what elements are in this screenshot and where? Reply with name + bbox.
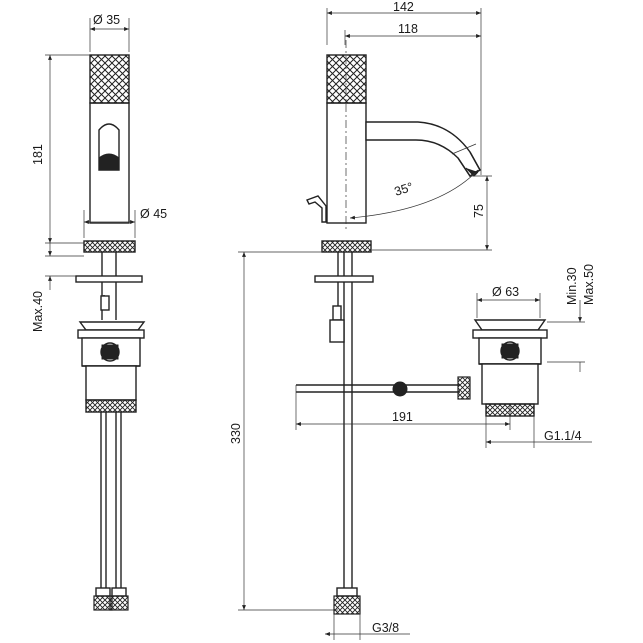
aerator-front — [98, 153, 120, 171]
waste-cap-front — [78, 321, 146, 331]
knurled-base-ring-front — [83, 240, 136, 253]
dim-waste-max: Max.50 — [582, 264, 596, 305]
dim-spout-height: 75 — [472, 204, 486, 218]
front-view: Ø 35 181 Ø 45 Max.40 — [31, 13, 167, 611]
rod-knob — [392, 381, 408, 397]
dim-front-height: 181 — [31, 144, 45, 165]
waste-cap-side — [473, 319, 547, 331]
dim-hose-thread: G3/8 — [372, 621, 399, 635]
dim-spout-angle: 35° — [393, 180, 415, 199]
mounting-plate-side — [314, 275, 374, 283]
dim-waste-min: Min.30 — [565, 267, 579, 305]
dim-waste-diameter: Ø 63 — [492, 285, 519, 299]
tap-body-side — [326, 102, 367, 224]
waste-thread-front — [85, 399, 137, 413]
dim-front-max-thickness: Max.40 — [31, 291, 45, 332]
dim-rod-length: 191 — [392, 410, 413, 424]
knurled-handle-side — [326, 54, 367, 104]
spout-side — [365, 121, 481, 177]
dim-front-diameter-top: Ø 35 — [93, 13, 120, 27]
dim-spout-reach: 118 — [398, 22, 418, 36]
mounting-plate-front — [75, 275, 143, 283]
dim-front-diameter-base: Ø 45 — [140, 207, 167, 221]
spout-outlet-front — [98, 123, 120, 171]
side-view: 142 118 35° 75 — [229, 0, 596, 640]
hose-nut-side — [333, 595, 361, 615]
knurled-base-ring-side — [321, 240, 372, 253]
waste-thread-side — [485, 403, 535, 417]
popup-lever — [306, 195, 327, 223]
hose-nut-right — [109, 595, 129, 611]
hose-nut-left — [93, 595, 113, 611]
dim-waste-thread: G1.1/4 — [544, 429, 582, 443]
dim-total-width: 142 — [393, 0, 414, 14]
rod-nut — [457, 376, 471, 400]
knurled-handle-front — [89, 54, 130, 104]
dim-overall-height: 330 — [229, 423, 243, 444]
